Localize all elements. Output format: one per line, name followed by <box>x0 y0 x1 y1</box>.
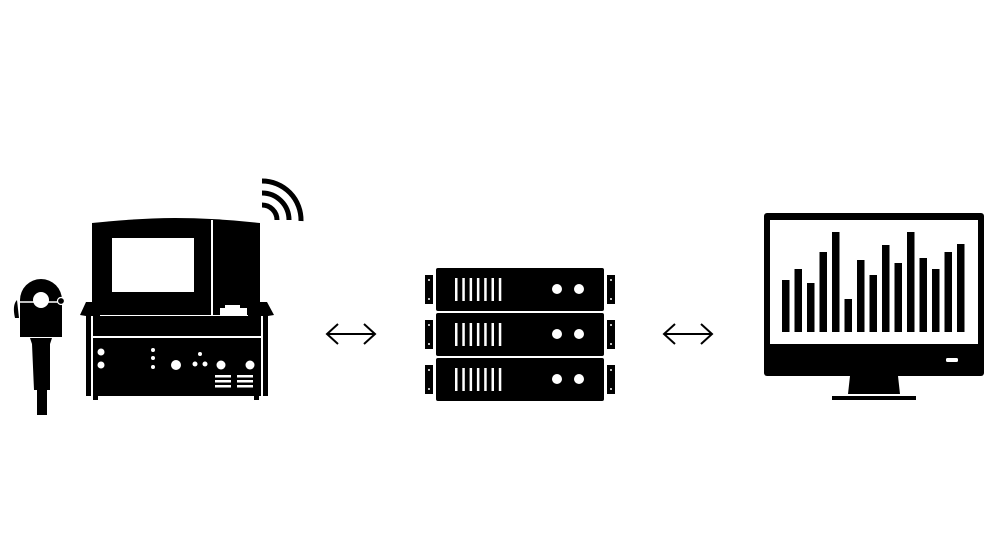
device-screen <box>112 238 194 292</box>
device-front-panel <box>97 348 255 388</box>
vent-slot <box>462 368 465 391</box>
monitor-bar <box>957 244 965 332</box>
status-led <box>574 329 584 339</box>
wifi-signal-icon <box>261 178 304 222</box>
vent-slot <box>469 368 473 391</box>
vent-slot <box>469 323 473 346</box>
status-led <box>552 284 562 294</box>
server-unit <box>425 358 615 401</box>
monitor-bar <box>844 299 852 332</box>
vent-slot <box>462 323 465 346</box>
vent-slot <box>455 323 458 346</box>
vent-slot <box>469 278 473 301</box>
monitor-bar <box>894 263 902 332</box>
vent-slot <box>476 368 480 391</box>
server-unit <box>425 268 615 311</box>
rack-ear-right <box>607 275 615 304</box>
rack-ear-left <box>425 365 433 394</box>
vent-slot <box>476 278 480 301</box>
power-led <box>946 358 958 362</box>
vent-slot <box>484 368 487 391</box>
vent-slot <box>491 368 494 391</box>
monitor-bar-chart-icon <box>764 213 984 400</box>
vent-slot <box>462 278 465 301</box>
monitor-bar-chart <box>782 232 965 332</box>
vent-slot <box>498 278 502 301</box>
vent-slot <box>476 323 480 346</box>
clamp-probe-icon <box>13 279 66 415</box>
monitor-bar <box>807 283 815 332</box>
vent-slot <box>455 368 458 391</box>
measurement-device-with-probe-icon <box>13 178 304 415</box>
vent-slot <box>498 368 502 391</box>
monitor-bar <box>819 252 827 332</box>
vent-slot <box>484 323 487 346</box>
rack-ear-left <box>425 275 433 304</box>
monitor-bar <box>932 269 940 332</box>
monitor-bar <box>794 269 802 332</box>
vent-slot <box>491 278 494 301</box>
monitor-bar <box>882 245 890 332</box>
status-led <box>574 374 584 384</box>
rack-ear-left <box>425 320 433 349</box>
monitor-base <box>832 396 916 400</box>
rack-ear-right <box>607 320 615 349</box>
monitor-bar <box>782 280 790 332</box>
monitor-bar <box>832 232 840 332</box>
monitor-stand <box>848 376 900 394</box>
vent-slot <box>498 323 502 346</box>
vent-slot <box>484 278 487 301</box>
device-base <box>80 302 274 396</box>
monitor-bar <box>869 275 877 332</box>
monitor-bar <box>907 232 915 332</box>
monitor-bar <box>944 252 952 332</box>
server-rack-icon <box>425 268 615 401</box>
vent-slot <box>491 323 494 346</box>
status-led <box>574 284 584 294</box>
vent-slot <box>455 278 458 301</box>
monitor-bar <box>919 258 927 332</box>
monitor-bar <box>857 260 865 332</box>
server-unit <box>425 313 615 356</box>
bidirectional-arrow-icon <box>325 323 377 345</box>
rack-ear-right <box>607 365 615 394</box>
status-led <box>552 374 562 384</box>
status-led <box>552 329 562 339</box>
bidirectional-arrow-icon <box>662 323 714 345</box>
